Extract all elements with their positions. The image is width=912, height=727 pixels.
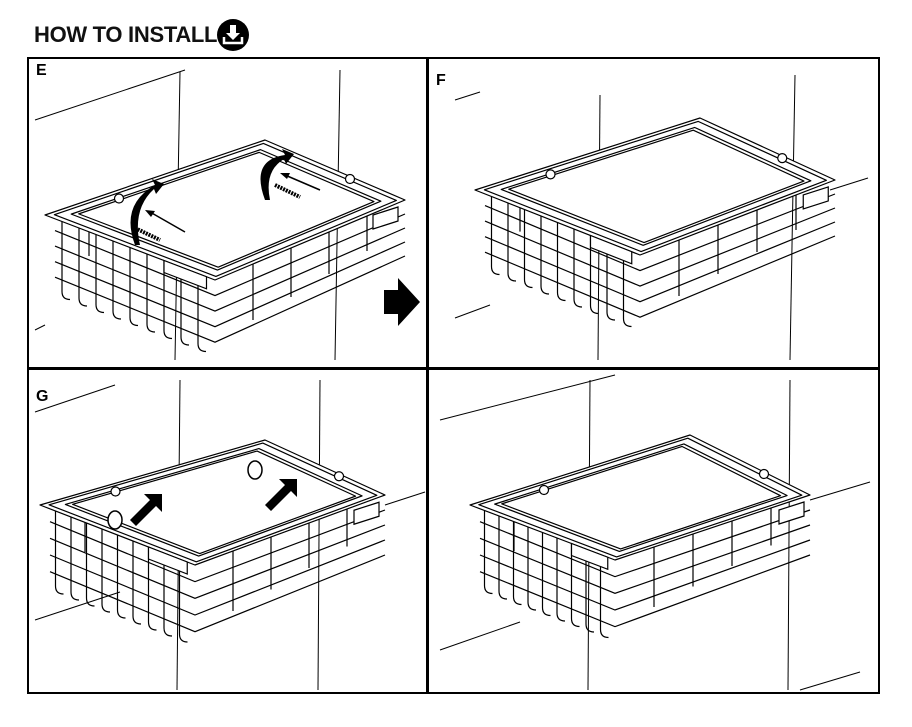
basket-step-g: [39, 439, 386, 643]
screw-cap: [107, 510, 123, 530]
next-step-arrow-icon: [384, 278, 420, 326]
basket-step-f: [474, 117, 836, 328]
download-icon: [217, 19, 249, 51]
basket-step-e: [44, 139, 406, 353]
panel-label-f: F: [436, 72, 446, 89]
panel-divider-horizontal: [27, 367, 880, 370]
screw: [134, 226, 161, 242]
page-title: HOW TO INSTALL: [34, 22, 218, 47]
panel-divider-vertical: [426, 57, 429, 694]
push-arrow-icon: [265, 479, 297, 511]
panel-label-e: E: [36, 62, 47, 79]
panel-label-g: G: [36, 388, 49, 405]
instruction-frame: [27, 57, 880, 694]
rotate-arrow-icon: [130, 179, 164, 245]
step-indicators: [107, 149, 420, 530]
rotate-arrow-icon: [260, 149, 294, 200]
push-arrow-icon: [130, 494, 162, 526]
direction-arrow: [149, 211, 186, 233]
basket-step-h: [469, 434, 811, 639]
